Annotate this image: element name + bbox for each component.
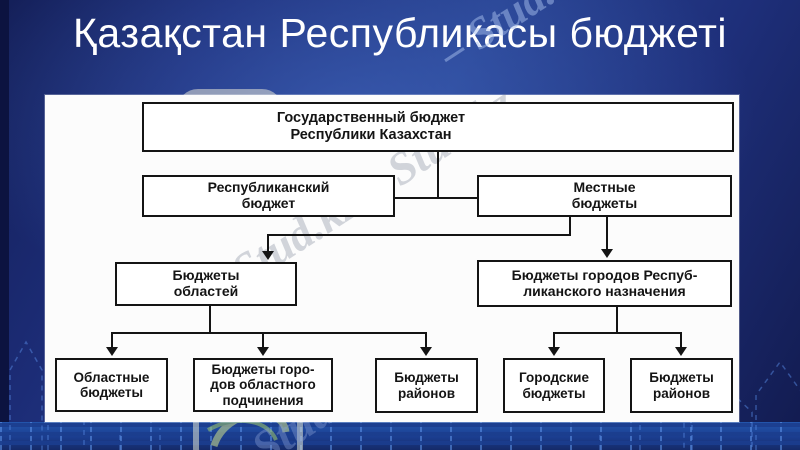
node-label-line: районов: [398, 385, 455, 401]
connector-repcities-down: [616, 307, 618, 334]
node-label-line: Бюджеты: [649, 370, 714, 386]
node-label-line: районов: [653, 385, 710, 401]
diagram-panel: Stud.kz – Stud.kz Государственный бюджет…: [45, 77, 739, 422]
connector-local-to-oblast: [267, 234, 571, 236]
arrow-down-icon: [420, 347, 432, 356]
node-label-line: ликанского назначения: [523, 282, 686, 299]
node-republican-budget: Республиканский бюджет: [142, 175, 395, 217]
node-label-line: Бюджеты горо-: [211, 361, 315, 377]
node-label-line: бюджеты: [79, 385, 144, 400]
connector-oblast-distributor: [111, 332, 427, 334]
arrow-shaft-b2: [262, 332, 264, 348]
left-edge-strip: [0, 0, 9, 450]
node-label-line: Республики Казахстан: [290, 127, 452, 143]
arrow-down-icon: [601, 249, 613, 258]
arrow-shaft-repcities: [606, 217, 608, 251]
node-label-line: бюджеты: [522, 385, 586, 401]
bottom-accent-band: [0, 422, 800, 450]
node-oblast-level-budgets: Областные бюджеты: [55, 358, 168, 412]
node-label-line: Областные: [73, 369, 150, 385]
arrow-down-icon: [257, 347, 269, 356]
node-rayon-budgets-left: Бюджеты районов: [375, 358, 478, 413]
node-local-budgets: Местные бюджеты: [477, 175, 732, 217]
connector-oblast-down: [209, 306, 211, 334]
node-rayon-budgets-right: Бюджеты районов: [630, 358, 733, 413]
connector-level2-bridge: [395, 197, 477, 199]
node-oblast-budgets: Бюджеты областей: [115, 262, 297, 306]
arrow-down-icon: [262, 251, 274, 260]
node-label-line: бюджеты: [571, 195, 638, 211]
node-label-line: бюджет: [241, 195, 296, 211]
arrow-down-icon: [106, 347, 118, 356]
arrow-shaft-b4: [553, 332, 555, 348]
node-label-line: дов областного: [210, 377, 316, 393]
node-republic-city-budgets: Бюджеты городов Респуб- ликанского назна…: [477, 260, 732, 307]
node-city-budgets: Городские бюджеты: [503, 358, 605, 413]
arrow-shaft-b5: [680, 332, 682, 348]
connector-local-drop-left: [569, 217, 571, 236]
node-label-line: Государственный бюджет: [276, 110, 466, 127]
arrow-down-icon: [548, 347, 560, 356]
node-label-line: Городские: [518, 370, 589, 386]
arrow-shaft-b1: [111, 332, 113, 348]
node-state-budget: Государственный бюджет Республики Казахс…: [142, 102, 734, 152]
arrow-shaft-b3: [425, 332, 427, 348]
node-label-line: Республиканский: [207, 179, 330, 196]
node-label-line: Местные: [573, 179, 636, 196]
node-label-line: подчинения: [222, 392, 304, 408]
connector-state-down: [437, 152, 439, 199]
node-oblast-city-budgets: Бюджеты горо- дов областного подчинения: [193, 358, 333, 412]
arrow-shaft-oblast: [267, 234, 269, 251]
connector-repcities-distributor: [553, 332, 682, 334]
node-label-line: Бюджеты: [172, 267, 240, 284]
node-label-line: Бюджеты городов Респуб-: [511, 266, 698, 283]
node-label-line: Бюджеты: [394, 370, 459, 386]
arrow-down-icon: [675, 347, 687, 356]
node-label-line: областей: [173, 283, 239, 299]
slide-title: Қазақстан Республикасы бюджеті: [73, 10, 727, 56]
